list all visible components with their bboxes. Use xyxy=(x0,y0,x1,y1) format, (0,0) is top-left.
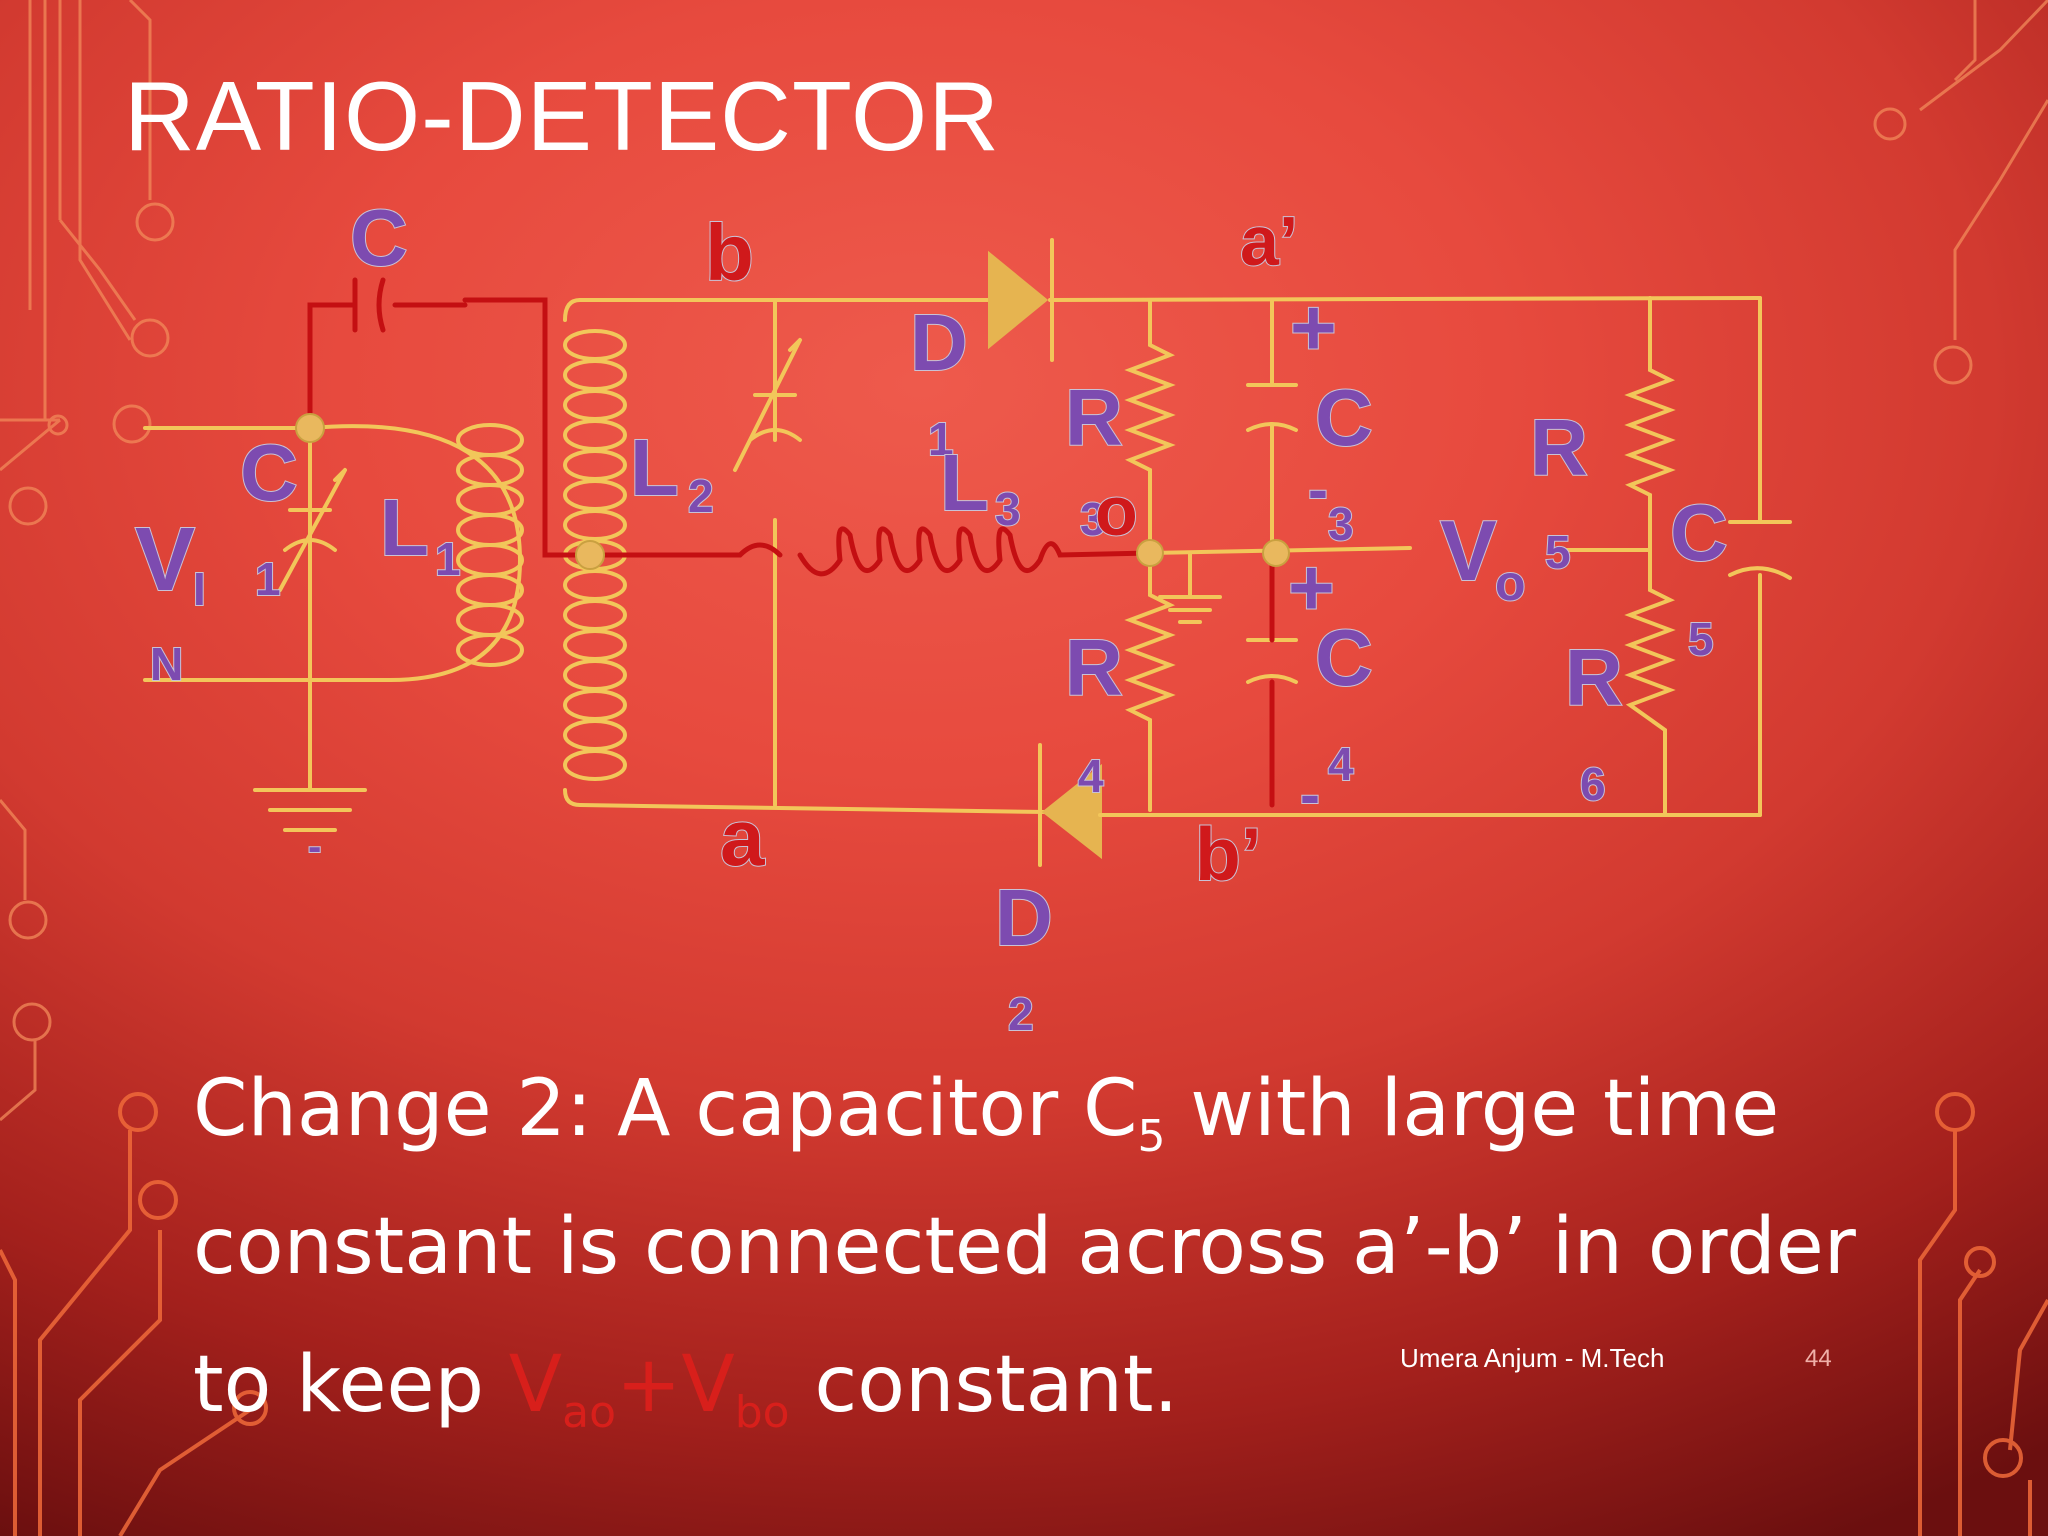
label-r6: R xyxy=(1565,633,1623,722)
resistor-r3 xyxy=(1124,298,1176,555)
label-r5: R xyxy=(1530,403,1588,492)
capacitor-c3 xyxy=(1246,298,1298,555)
body-line-1: Change 2: A capacitor C5 with large time xyxy=(193,1064,1780,1162)
capacitor-c xyxy=(352,277,386,333)
label-l1: L xyxy=(380,483,429,572)
node-o xyxy=(1136,539,1164,567)
label-plus-top: + xyxy=(1290,283,1337,372)
label-d2: D xyxy=(995,873,1053,962)
label-c5-num: 5 xyxy=(1688,613,1714,665)
label-a-prime: a’ xyxy=(1240,202,1298,280)
label-d2-num: 2 xyxy=(1008,988,1034,1040)
node-c3-c4 xyxy=(1262,539,1290,567)
coil-l3 xyxy=(797,526,1153,577)
label-d1: D xyxy=(910,298,968,387)
coil-l2-frame xyxy=(563,298,1047,814)
coil-l1 xyxy=(456,423,524,667)
label-v-input: V xyxy=(135,510,195,610)
resistor-r5 xyxy=(1624,296,1676,552)
label-l3: L xyxy=(940,438,989,527)
capacitor-c4 xyxy=(1246,638,1298,684)
label-c: C xyxy=(350,193,408,282)
label-c3-minus: - xyxy=(1308,456,1328,523)
label-c3: C xyxy=(1315,373,1373,462)
resistor-r6 xyxy=(1624,548,1676,817)
label-r5-num: 5 xyxy=(1545,526,1571,578)
capacitor-c1 xyxy=(278,468,347,592)
resistor-r4 xyxy=(1124,551,1176,812)
diode-d2 xyxy=(1041,763,1102,860)
label-c4-num: 4 xyxy=(1328,738,1354,790)
body-line-3: to keep Vao+Vbo constant. xyxy=(193,1340,1179,1438)
label-v-input-sub: I xyxy=(193,563,206,615)
ground-left xyxy=(253,788,367,832)
label-c4-minus: - xyxy=(1300,761,1320,828)
top-rail xyxy=(578,296,1762,302)
footer-author: Umera Anjum - M.Tech xyxy=(1400,1343,1665,1373)
label-d1-num: 1 xyxy=(928,413,954,465)
node-input xyxy=(295,413,325,443)
input-cap-wire xyxy=(307,297,598,558)
label-l2-num: 2 xyxy=(688,470,714,522)
slide-title: RATIO-DETECTOR xyxy=(124,61,1001,171)
label-plus-mid: + xyxy=(1288,543,1335,632)
center-tap-wire xyxy=(592,542,783,558)
label-c5: C xyxy=(1670,488,1728,577)
label-c4: C xyxy=(1315,613,1373,702)
slide-body: Change 2: A capacitor C5 with large time… xyxy=(193,1040,2013,1454)
label-o: o xyxy=(1095,472,1138,550)
label-r3: R xyxy=(1065,373,1123,462)
ground-mid xyxy=(1158,551,1222,624)
label-c1-num: 1 xyxy=(255,553,281,605)
vbo-symbol: +V xyxy=(616,1340,735,1430)
label-c3-num: 3 xyxy=(1328,498,1354,550)
label-v-input-n: N xyxy=(150,638,183,690)
label-l1-num: 1 xyxy=(435,533,461,585)
label-r6-num: 6 xyxy=(1580,758,1606,810)
label-ground-dash: - xyxy=(308,825,321,869)
capacitor-c5 xyxy=(1728,296,1792,817)
body-line-2: constant is connected across a’-b’ in or… xyxy=(193,1202,1856,1292)
label-b-prime: b’ xyxy=(1195,812,1262,896)
page-number: 44 xyxy=(1805,1345,1832,1372)
label-r4: R xyxy=(1065,623,1123,712)
diode-d1 xyxy=(988,250,1049,350)
node-center-tap xyxy=(575,540,605,570)
label-r3-num: 3 xyxy=(1080,493,1106,545)
vao-symbol: V xyxy=(508,1340,563,1430)
tuning-cap xyxy=(733,338,802,472)
label-vo-sub: o xyxy=(1495,555,1526,611)
label-l2: L xyxy=(630,423,679,512)
label-r4-num: 4 xyxy=(1078,750,1104,802)
label-l3-num: 3 xyxy=(995,483,1021,535)
label-a: a xyxy=(720,793,765,882)
label-c1: C xyxy=(240,428,298,517)
label-vo: V xyxy=(1440,504,1497,599)
label-b: b xyxy=(705,208,754,297)
